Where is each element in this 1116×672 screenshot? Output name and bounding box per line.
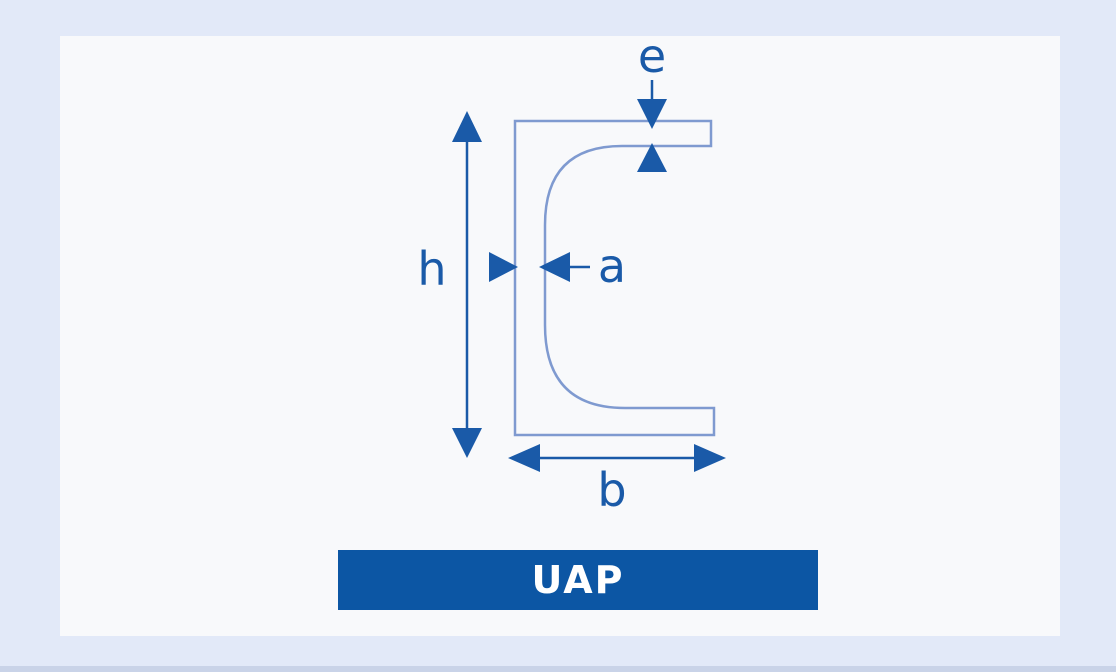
height-arrow-top bbox=[452, 111, 482, 142]
height-label: h bbox=[417, 242, 446, 296]
diagram-card bbox=[60, 36, 1060, 636]
profile-name: UAP bbox=[531, 558, 625, 602]
profile-name-banner: UAP bbox=[338, 550, 818, 610]
flange-thickness-dimension bbox=[637, 80, 667, 172]
width-label: b bbox=[597, 463, 626, 517]
web-thickness-label: a bbox=[598, 239, 626, 293]
flange-thickness-label: e bbox=[638, 29, 666, 83]
width-dimension bbox=[508, 444, 726, 472]
bottom-divider bbox=[0, 666, 1116, 672]
web-arrow-left bbox=[489, 252, 518, 282]
width-arrow-right bbox=[694, 444, 726, 472]
flange-arrow-bottom bbox=[637, 143, 667, 172]
web-arrow-right bbox=[539, 252, 570, 282]
flange-arrow-top bbox=[637, 99, 667, 129]
height-dimension bbox=[452, 111, 482, 458]
width-arrow-left bbox=[508, 444, 540, 472]
web-thickness-dimension bbox=[489, 252, 590, 282]
channel-profile-outline bbox=[513, 119, 716, 437]
height-arrow-bottom bbox=[452, 428, 482, 458]
